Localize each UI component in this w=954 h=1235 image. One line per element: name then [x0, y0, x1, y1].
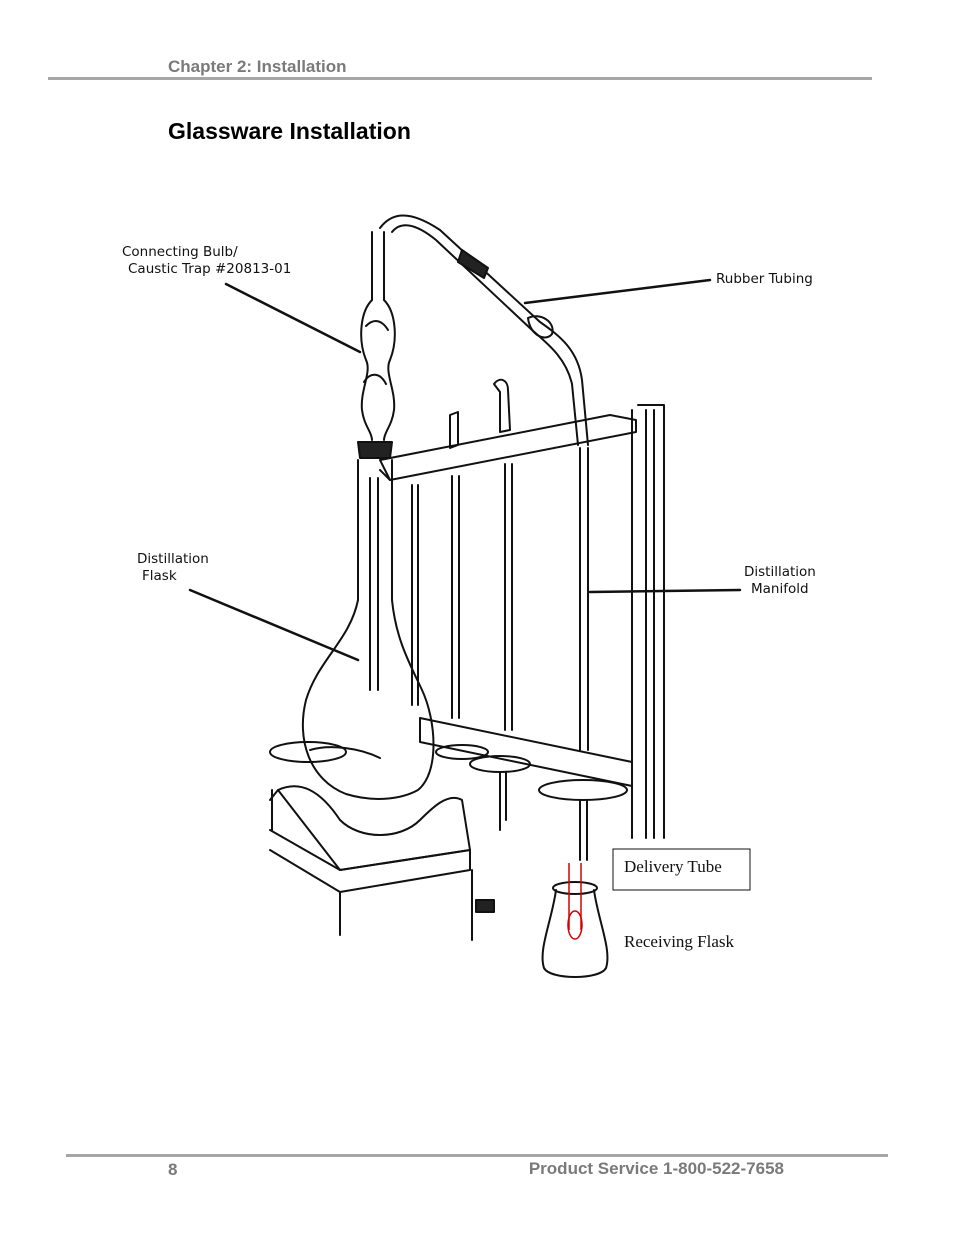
page-number: 8	[168, 1160, 178, 1179]
delivery-tube-callout	[612, 848, 751, 891]
header-rule	[48, 77, 872, 80]
label-receiving-flask: Receiving Flask	[624, 932, 735, 951]
label-delivery-tube: Delivery Tube	[624, 857, 722, 876]
label-distillation-manifold-line2: Manifold	[751, 581, 809, 597]
label-connecting-bulb-line1: Connecting Bulb/	[122, 244, 238, 260]
footer-rule	[66, 1154, 888, 1157]
receiving-flask	[541, 889, 609, 978]
label-distillation-manifold-line1: Distillation	[744, 564, 816, 580]
label-connecting-bulb-line2: Caustic Trap #20813-01	[128, 261, 291, 277]
distillation-flask	[301, 599, 435, 800]
delivery-tube-drawing	[567, 863, 583, 940]
chapter-header: Chapter 2: Installation	[168, 57, 347, 76]
heater-pad	[277, 785, 471, 871]
section-title: Glassware Installation	[168, 118, 411, 144]
label-distillation-flask-line1: Distillation	[137, 551, 209, 567]
label-rubber-tubing: Rubber Tubing	[716, 271, 813, 287]
product-service-phone: Product Service 1-800-522-7658	[528, 1159, 784, 1178]
label-distillation-flask-line2: Flask	[142, 568, 177, 584]
manifold-bottom-rail	[419, 717, 633, 787]
manifold-top-rail	[379, 414, 637, 481]
